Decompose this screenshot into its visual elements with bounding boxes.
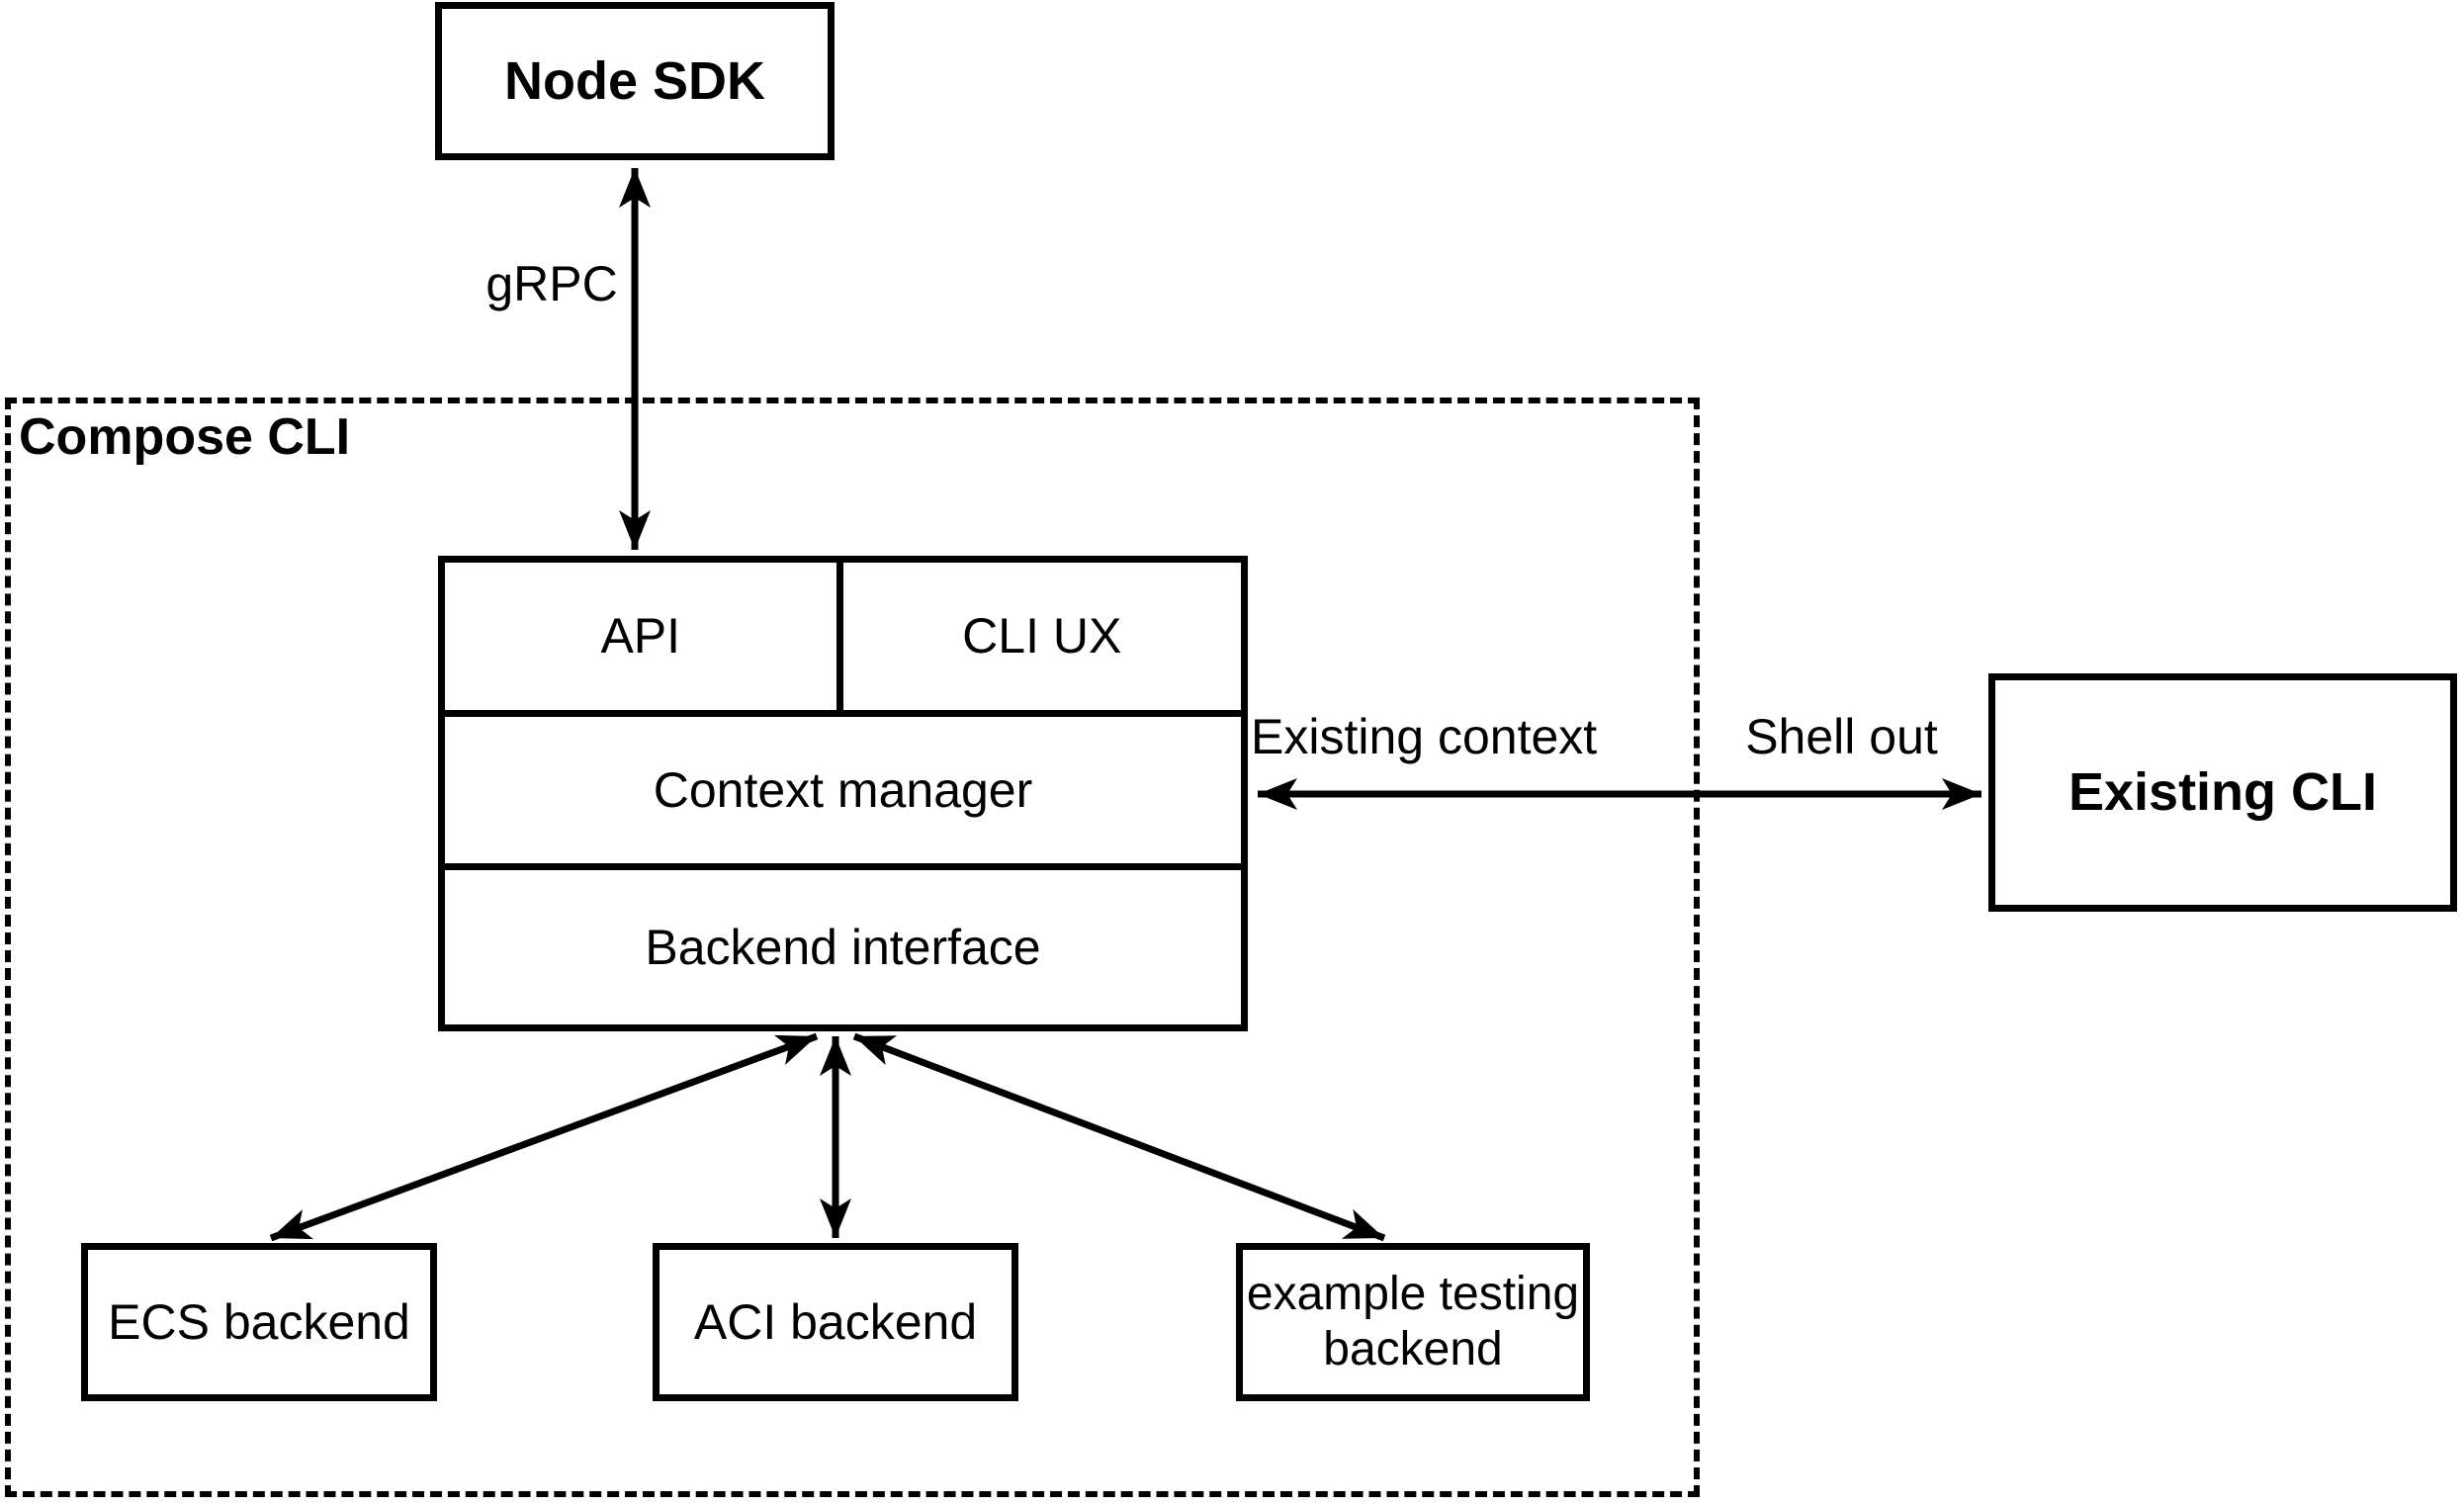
ecs-backend-label: ECS backend bbox=[108, 1294, 410, 1350]
example-testing-backend-label: example testing backend bbox=[1246, 1268, 1580, 1375]
cli-ux-box: CLI UX bbox=[843, 563, 1242, 710]
ecs-backend-box: ECS backend bbox=[81, 1243, 437, 1401]
compose-cli-label: Compose CLI bbox=[19, 408, 351, 466]
aci-backend-box: ACI backend bbox=[653, 1243, 1018, 1401]
example-testing-backend-box: example testing backend bbox=[1236, 1243, 1590, 1401]
cli-ux-label: CLI UX bbox=[962, 608, 1122, 665]
existing-context-edge-label: Existing context bbox=[1251, 709, 1598, 764]
node-sdk-label: Node SDK bbox=[503, 50, 765, 111]
backend-interface-box: Backend interface bbox=[445, 870, 1241, 1024]
compose-cli-core-box: API CLI UX Context manager Backend inter… bbox=[438, 556, 1248, 1031]
shell-out-edge-label: Shell out bbox=[1745, 709, 1938, 764]
compose-cli-container: Compose CLI bbox=[5, 398, 1700, 1497]
context-manager-label: Context manager bbox=[653, 761, 1033, 818]
api-box: API bbox=[445, 563, 843, 710]
existing-cli-box: Existing CLI bbox=[1988, 673, 2457, 912]
context-manager-box: Context manager bbox=[445, 717, 1241, 871]
existing-cli-label: Existing CLI bbox=[2068, 762, 2378, 823]
api-label: API bbox=[600, 608, 681, 665]
aci-backend-label: ACI backend bbox=[693, 1294, 978, 1350]
node-sdk-box: Node SDK bbox=[435, 2, 835, 160]
backend-interface-label: Backend interface bbox=[645, 920, 1041, 976]
api-cliux-row: API CLI UX bbox=[445, 563, 1241, 717]
grpc-edge-label: gRPC bbox=[485, 256, 618, 311]
